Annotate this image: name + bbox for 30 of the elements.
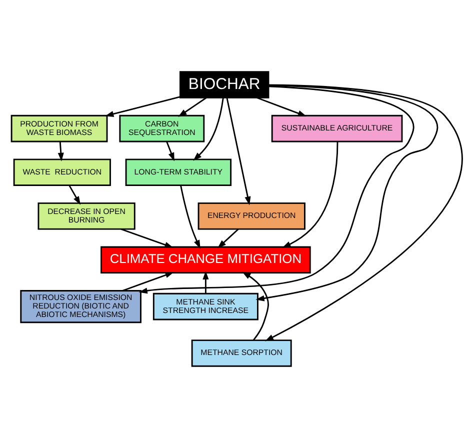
node-box: CLIMATE CHANGE MITIGATION	[100, 246, 311, 274]
node-box: PRODUCTION FROM WASTE BIOMASS	[10, 114, 108, 142]
arrow	[256, 84, 438, 301]
arrow	[166, 140, 174, 161]
arrow	[256, 96, 307, 116]
arrow	[193, 97, 224, 160]
node-box: LONG-TERM STABILITY	[125, 158, 232, 186]
arrow	[242, 271, 269, 340]
arrow	[282, 141, 338, 248]
arrow	[226, 97, 251, 205]
node-box: ENERGY PRODUCTION	[198, 202, 306, 230]
node-box: METHANE SINK STRENGTH INCREASE	[152, 292, 258, 320]
node-box: WASTE REDUCTION	[13, 158, 111, 186]
arrow	[68, 184, 81, 204]
arrow	[105, 96, 180, 116]
arrow	[58, 141, 64, 161]
arrow	[138, 85, 414, 294]
arrow	[178, 96, 207, 116]
arrow	[264, 84, 462, 341]
node-box: NITROUS OXIDE EMISSION REDUCTION (BIOTIC AND ABIOTIC MECHANISMS)	[20, 290, 142, 323]
arrow	[202, 270, 209, 293]
arrow	[122, 272, 174, 291]
node-box: METHANE SORPTION	[191, 339, 292, 366]
node-box: SUSTAINABLE AGRICULTURE	[271, 114, 403, 142]
arrow	[120, 228, 174, 248]
arrow	[218, 228, 239, 248]
node-box: BIOCHAR	[180, 70, 270, 98]
node-box: CARBON SEQUESTRATION	[119, 114, 205, 142]
arrow	[180, 184, 200, 248]
node-box: DECREASE IN OPEN BURNING	[38, 202, 136, 230]
